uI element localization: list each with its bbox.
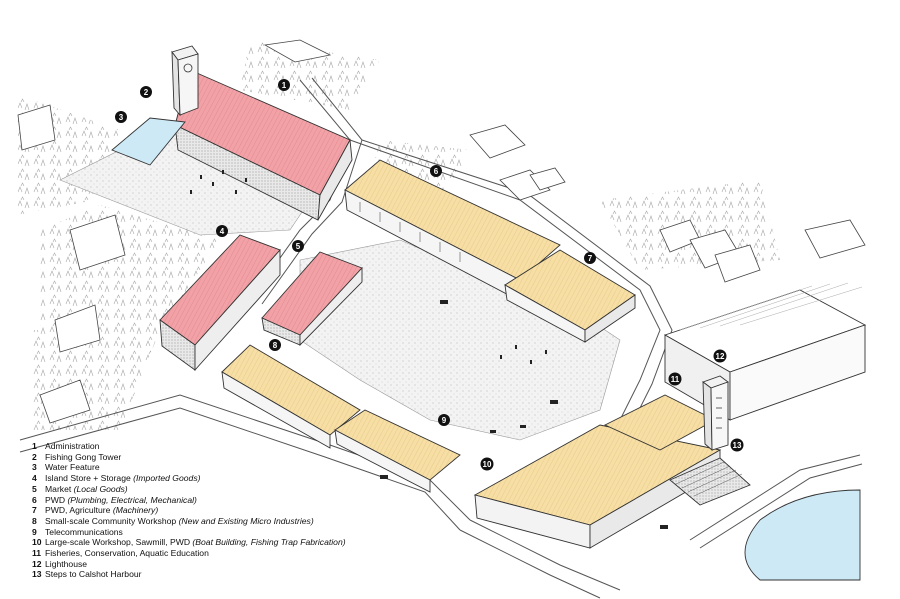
building-pwd — [344, 159, 561, 301]
marker-8: 8 — [269, 339, 281, 351]
svg-text:11: 11 — [671, 375, 680, 384]
svg-text:12: 12 — [716, 352, 725, 361]
marker-1: 1 — [278, 79, 290, 91]
lighthouse — [702, 375, 729, 451]
svg-text:10: 10 — [483, 460, 492, 469]
building-administration — [174, 69, 353, 221]
people-and-vehicles — [190, 170, 668, 529]
fishing-gong-tower — [171, 45, 199, 117]
marker-7: 7 — [584, 252, 596, 264]
building-telecommunications — [334, 409, 461, 493]
building-market — [261, 251, 363, 347]
svg-text:7: 7 — [588, 254, 593, 263]
harbour-water — [744, 489, 861, 581]
marker-5: 5 — [292, 240, 304, 252]
building-island-store — [159, 234, 281, 372]
building-pwd-agriculture — [504, 249, 636, 343]
marker-11: 11 — [668, 372, 682, 386]
marker-6: 6 — [430, 165, 442, 177]
svg-text:13: 13 — [733, 441, 742, 450]
marker-9: 9 — [438, 414, 450, 426]
svg-text:5: 5 — [296, 242, 301, 251]
marker-4: 4 — [216, 225, 228, 237]
svg-text:8: 8 — [273, 341, 278, 350]
svg-text:4: 4 — [220, 227, 225, 236]
marker-10: 10 — [480, 457, 494, 471]
background-buildings — [17, 39, 866, 424]
svg-text:1: 1 — [282, 81, 287, 90]
svg-text:6: 6 — [434, 167, 439, 176]
marker-13: 13 — [730, 438, 744, 452]
svg-text:2: 2 — [144, 88, 149, 97]
building-community-workshop — [221, 344, 361, 449]
svg-text:3: 3 — [119, 113, 124, 122]
number-markers: 1 2 3 4 5 6 7 8 9 10 11 12 13 — [115, 79, 744, 471]
marker-2: 2 — [140, 86, 152, 98]
water-feature — [111, 117, 186, 166]
marker-3: 3 — [115, 111, 127, 123]
svg-text:9: 9 — [442, 416, 447, 425]
harbour-steps — [669, 457, 751, 506]
marker-12: 12 — [713, 349, 727, 363]
